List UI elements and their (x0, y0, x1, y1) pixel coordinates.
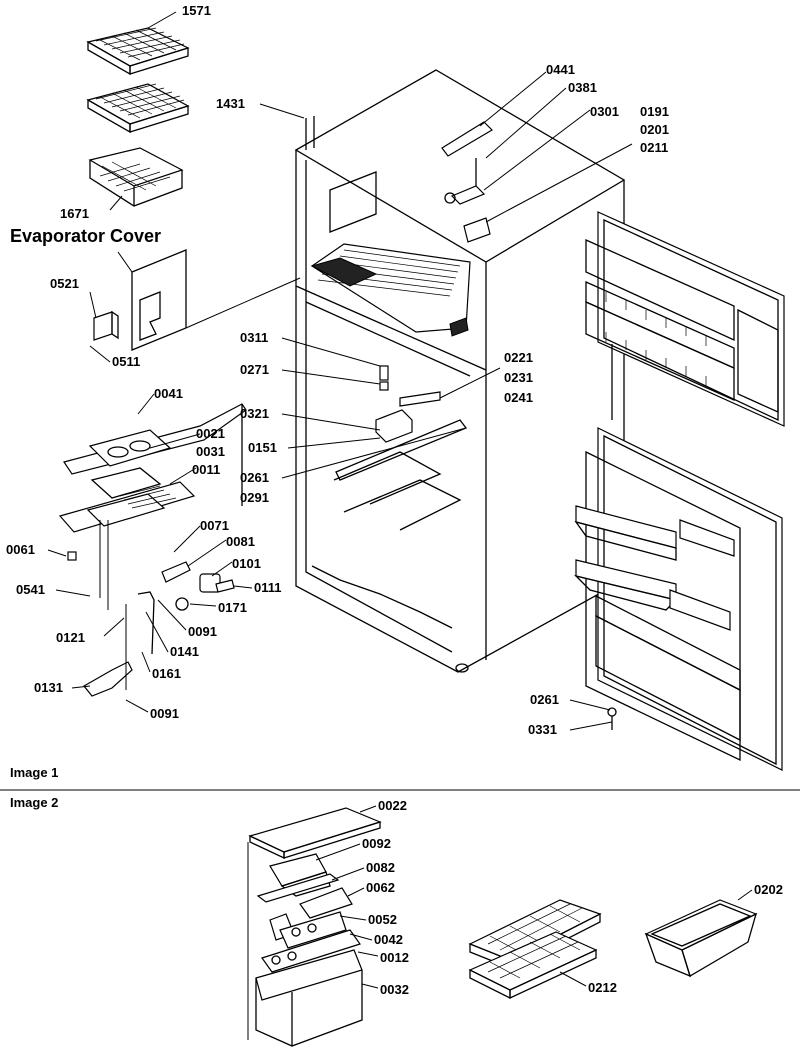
label-0541: 0541 (16, 582, 45, 597)
label-0091-upper: 0091 (188, 624, 217, 639)
storage-bin (644, 899, 758, 978)
label-0331: 0331 (528, 722, 557, 737)
label-0011: 0011 (192, 462, 220, 477)
caption-image-2: Image 2 (10, 795, 58, 810)
label-0261-door: 0261 (530, 692, 559, 707)
label-0291: 0291 (240, 490, 269, 505)
label-0161: 0161 (152, 666, 181, 681)
label-0022: 0022 (378, 798, 407, 813)
label-0271: 0271 (240, 362, 269, 377)
ice-cube-trays (468, 899, 602, 1000)
label-0211: 0211 (640, 140, 668, 155)
label-0301: 0301 (590, 104, 619, 119)
label-0231: 0231 (504, 370, 533, 385)
freezer-basket (88, 147, 184, 207)
label-0012: 0012 (380, 950, 409, 965)
label-0202: 0202 (754, 882, 783, 897)
ice-bucket-assembly (247, 807, 382, 1047)
evaporator-fan (93, 310, 119, 341)
label-0321: 0321 (240, 406, 269, 421)
label-evaporator-cover: Evaporator Cover (10, 226, 161, 246)
label-0221: 0221 (504, 350, 533, 365)
freezer-shelf-top (86, 27, 190, 76)
label-0061: 0061 (6, 542, 35, 557)
label-0381: 0381 (568, 80, 597, 95)
ice-chute-parts (67, 520, 235, 697)
label-0521: 0521 (50, 276, 79, 291)
label-0111: 0111 (254, 580, 282, 595)
label-0311: 0311 (240, 330, 268, 345)
middle-hinge-parts (335, 365, 468, 481)
label-0021: 0021 (196, 426, 225, 441)
label-0241: 0241 (504, 390, 533, 405)
caption-image-1: Image 1 (10, 765, 58, 780)
label-0031: 0031 (196, 444, 225, 459)
freezer-door (585, 211, 785, 427)
label-0191: 0191 (640, 104, 669, 119)
label-0201: 0201 (640, 122, 669, 137)
label-0511: 0511 (112, 354, 140, 369)
label-0092: 0092 (362, 836, 391, 851)
label-0091-lower: 0091 (150, 706, 179, 721)
label-0171: 0171 (218, 600, 247, 615)
label-0151: 0151 (248, 440, 277, 455)
label-0041: 0041 (154, 386, 183, 401)
label-0121: 0121 (56, 630, 85, 645)
label-0261: 0261 (240, 470, 269, 485)
label-0141: 0141 (170, 644, 199, 659)
label-0062: 0062 (366, 880, 395, 895)
evaporator-cover (131, 249, 301, 351)
label-0081: 0081 (226, 534, 255, 549)
label-0131: 0131 (34, 680, 63, 695)
leader-lines-image-2 (315, 805, 753, 989)
freezer-shelf-middle (86, 83, 190, 134)
label-0441: 0441 (546, 62, 575, 77)
refrigerator-cabinet (294, 69, 626, 673)
label-1671: 1671 (60, 206, 89, 221)
ice-tray-upper (63, 403, 247, 506)
label-0052: 0052 (368, 912, 397, 927)
label-0212: 0212 (588, 980, 617, 995)
ice-tray-lower (58, 467, 196, 533)
label-1431: 1431 (216, 96, 245, 111)
top-hinge-parts (305, 116, 493, 243)
label-1571: 1571 (182, 3, 211, 18)
label-0071: 0071 (200, 518, 229, 533)
leader-lines-image-1 (47, 11, 633, 731)
label-0082: 0082 (366, 860, 395, 875)
fresh-food-door (573, 427, 783, 771)
label-0032: 0032 (380, 982, 409, 997)
label-0042: 0042 (374, 932, 403, 947)
label-0101: 0101 (232, 556, 261, 571)
